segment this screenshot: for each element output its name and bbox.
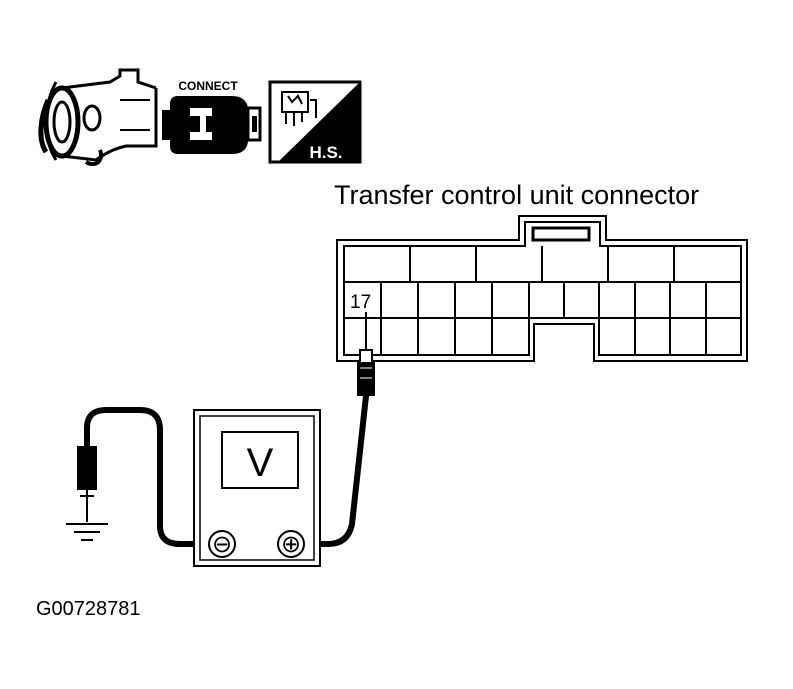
test-leads — [84, 393, 369, 547]
voltmeter — [193, 409, 321, 567]
positive-probe — [357, 312, 375, 396]
connector-title: Transfer control unit connector — [334, 180, 699, 210]
harness-icon — [268, 80, 362, 164]
engine-icon — [38, 68, 158, 167]
figure-id: G00728781 — [36, 598, 141, 620]
connector-icon — [162, 96, 262, 154]
negative-lead — [84, 407, 211, 547]
positive-terminal-symbol: ⊕ — [281, 531, 301, 558]
positive-lead — [302, 393, 369, 547]
connector-housing — [336, 215, 748, 362]
meter-display-label: V — [247, 441, 274, 485]
connect-label: CONNECT — [178, 79, 238, 93]
positive-terminal — [277, 530, 305, 558]
ground-icon — [66, 523, 108, 541]
meter-display — [221, 431, 299, 489]
hs-label: H.S. — [309, 143, 342, 162]
pin-17-label: 17 — [350, 292, 371, 313]
negative-terminal-symbol: ⊖ — [212, 531, 232, 558]
negative-terminal — [208, 530, 236, 558]
negative-probe — [77, 446, 97, 522]
